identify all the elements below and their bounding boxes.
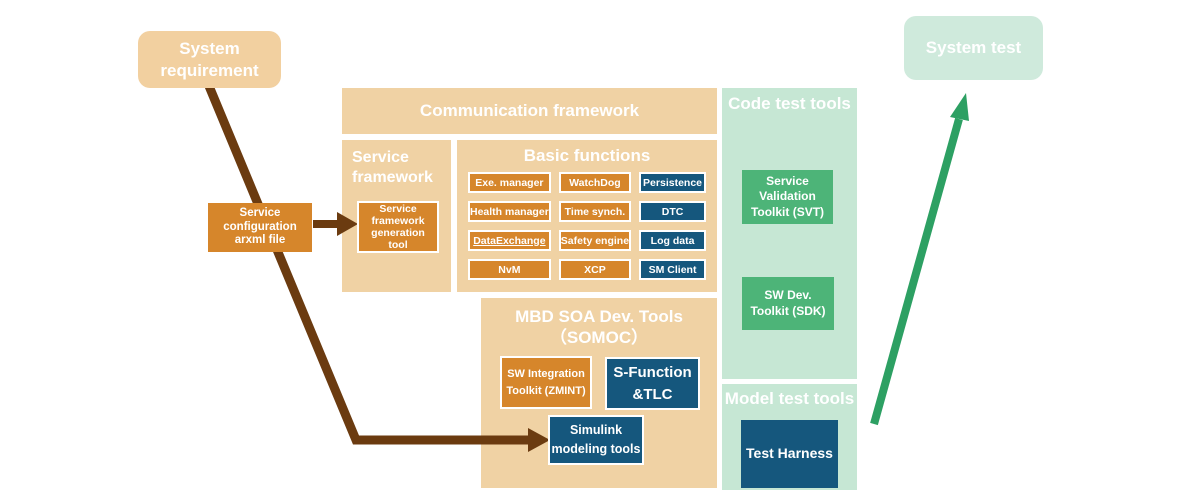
basic-function-item-xcp: XCP <box>558 259 632 280</box>
basic-function-item-health-manager: Health manager <box>468 201 551 222</box>
model-test-tools-label: Model test tools <box>724 389 855 408</box>
service-configuration-arxml-node: Service configuration arxml file <box>208 203 312 252</box>
s-function-tlc-node: S-Function &TLC <box>605 357 700 410</box>
service-framework-label: Service framework <box>352 149 433 186</box>
code-test-tools-label: Code test tools <box>728 94 851 113</box>
basic-function-item-exe-manager: Exe. manager <box>468 172 551 193</box>
sw-dev-toolkit-sdk-node: SW Dev. Toolkit (SDK) <box>742 277 834 330</box>
arrow-tests-to-system-test-head <box>950 93 969 121</box>
basic-functions-container: Basic functions Exe. manager WatchDog Pe… <box>457 140 717 292</box>
basic-function-item-time-synch: Time synch. <box>558 201 632 222</box>
basic-function-item-sm-client: SM Client <box>639 259 706 280</box>
basic-function-item-persistence: Persistence <box>639 172 706 193</box>
basic-function-item-nvm: NvM <box>468 259 551 280</box>
test-harness-node: Test Harness <box>741 420 838 488</box>
system-requirement-node: System requirement <box>138 31 281 88</box>
service-framework-generation-tool-node: Service framework generation tool <box>357 201 439 253</box>
basic-function-item-dtc: DTC <box>639 201 706 222</box>
basic-functions-label: Basic functions <box>523 146 651 165</box>
basic-functions-grid: Exe. manager WatchDog Persistence Health… <box>468 172 706 280</box>
communication-framework-container: Communication framework <box>342 88 717 134</box>
basic-function-item-safety-engine: Safety engine <box>558 230 632 251</box>
sw-integration-toolkit-zmint-node: SW Integration Toolkit (ZMINT) <box>500 356 592 409</box>
communication-framework-label: Communication framework <box>419 101 640 121</box>
basic-function-item-watchdog: WatchDog <box>558 172 632 193</box>
service-validation-toolkit-svt-node: Service Validation Toolkit (SVT) <box>742 170 833 224</box>
code-test-tools-container: Code test tools <box>722 88 857 379</box>
simulink-modeling-tools-node: Simulink modeling tools <box>548 415 644 465</box>
arrow-tests-to-system-test <box>870 117 963 426</box>
basic-function-item-dataexchange: DataExchange <box>468 230 551 251</box>
system-test-node: System test <box>904 16 1043 80</box>
basic-function-item-log-data: Log data <box>639 230 706 251</box>
mbd-soa-dev-tools-label: MBD SOA Dev. Tools （SOMOC） <box>515 307 683 348</box>
